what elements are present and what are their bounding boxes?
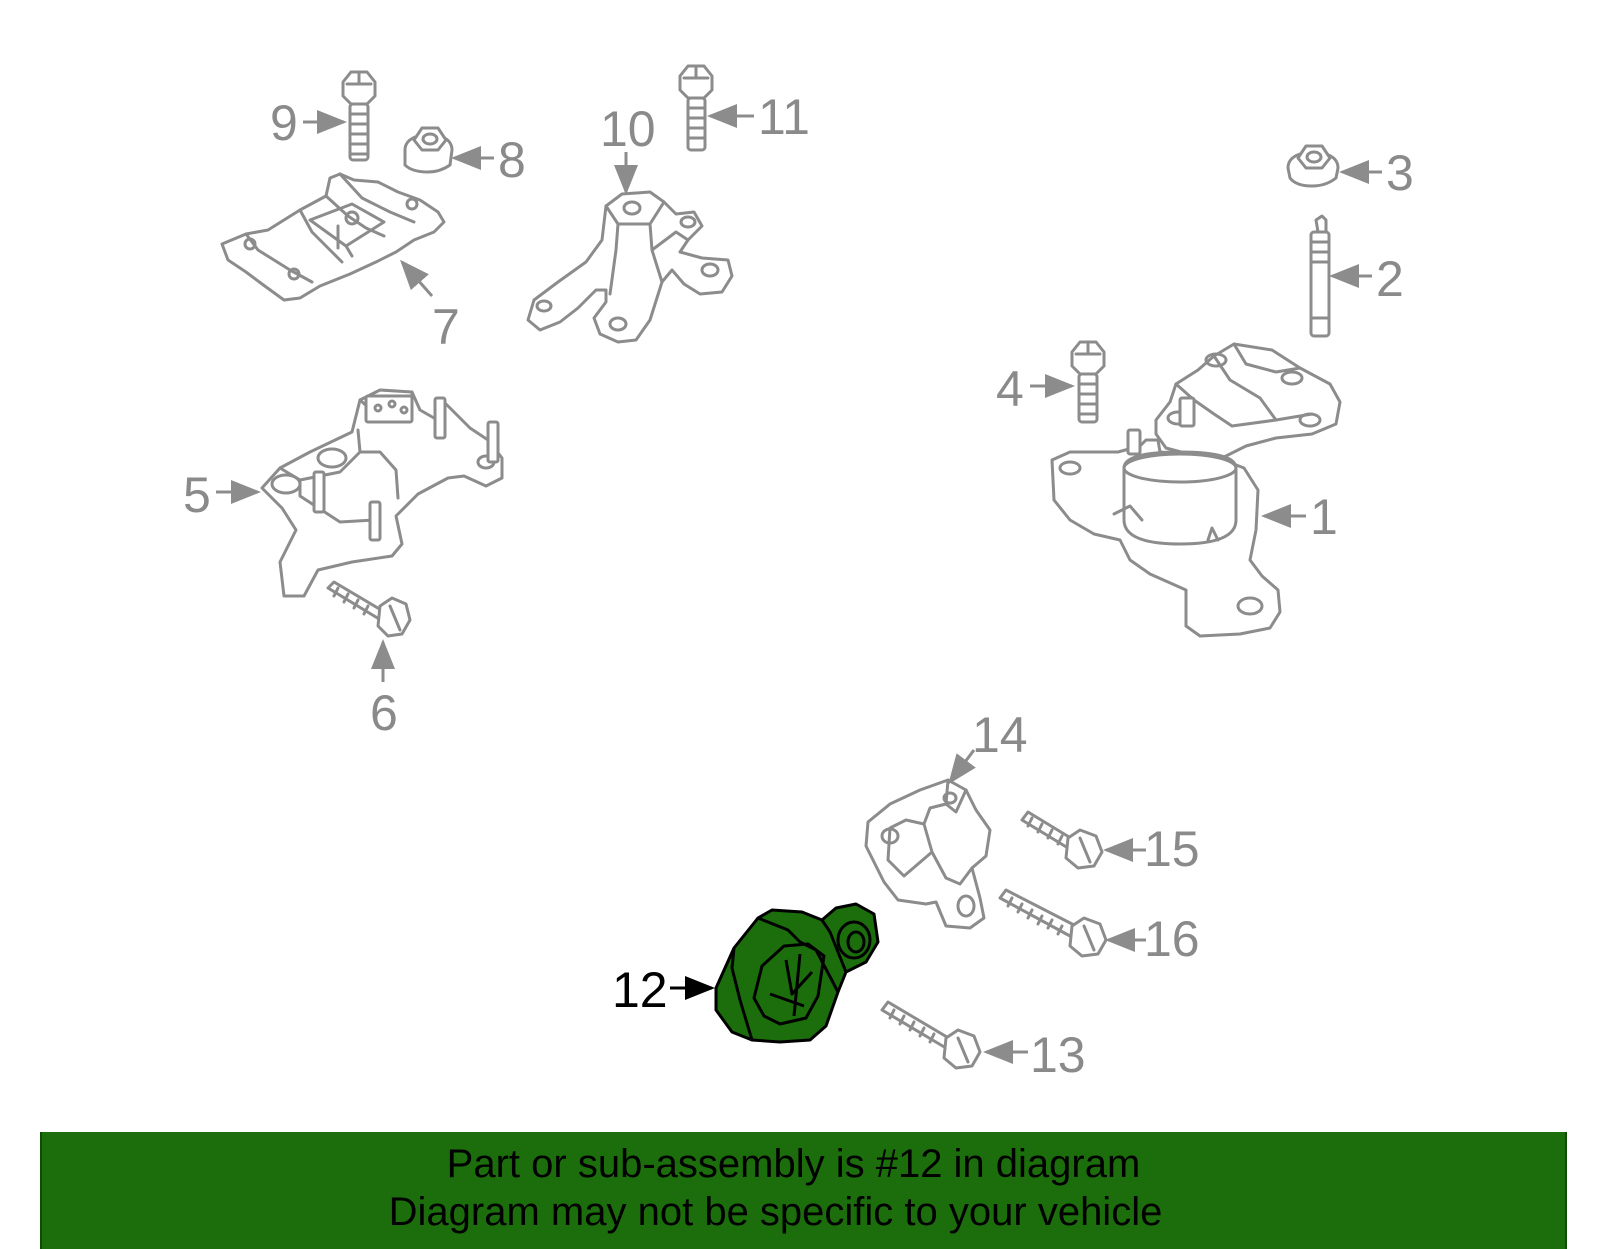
part-1-engine-mount xyxy=(1050,342,1342,638)
callout-2: 2 xyxy=(1376,251,1404,307)
callout-8: 8 xyxy=(498,132,526,188)
callout-16: 16 xyxy=(1144,911,1200,967)
callout-6: 6 xyxy=(370,685,398,741)
banner-part-note: Part or sub-assembly is #12 in diagram xyxy=(446,1142,1141,1186)
part-15-bolt xyxy=(1020,810,1104,870)
part-9-bolt xyxy=(341,70,377,162)
part-12-mount-highlighted xyxy=(714,902,880,1044)
part-6-bolt xyxy=(326,580,412,638)
part-8-nut xyxy=(403,126,454,174)
callout-10: 10 xyxy=(600,101,656,157)
callout-14: 14 xyxy=(972,707,1028,763)
part-13-bolt xyxy=(880,1000,982,1070)
banner-disclaimer: Diagram may not be specific to your vehi… xyxy=(388,1190,1163,1234)
callout-4: 4 xyxy=(996,361,1024,417)
parts-diagram: 9 8 7 10 11 xyxy=(183,64,1414,1083)
callout-1: 1 xyxy=(1310,489,1338,545)
callout-9: 9 xyxy=(270,95,298,151)
part-4-bolt xyxy=(1070,340,1106,424)
callout-7: 7 xyxy=(432,299,460,355)
part-11-bolt xyxy=(678,64,714,152)
callout-5: 5 xyxy=(183,467,211,523)
part-16-bolt xyxy=(998,888,1108,958)
part-14-bracket xyxy=(864,778,992,930)
part-7-bracket xyxy=(220,172,446,302)
callout-12: 12 xyxy=(612,962,668,1018)
info-banner: Part or sub-assembly is #12 in diagram D… xyxy=(40,1132,1567,1249)
part-5-bracket xyxy=(260,388,504,598)
part-3-nut xyxy=(1286,144,1340,188)
callout-13: 13 xyxy=(1030,1027,1086,1083)
callout-15: 15 xyxy=(1144,821,1200,877)
callout-11: 11 xyxy=(758,89,810,145)
callout-3: 3 xyxy=(1386,145,1414,201)
part-10-bracket xyxy=(526,190,734,344)
part-2-stud xyxy=(1309,214,1331,338)
